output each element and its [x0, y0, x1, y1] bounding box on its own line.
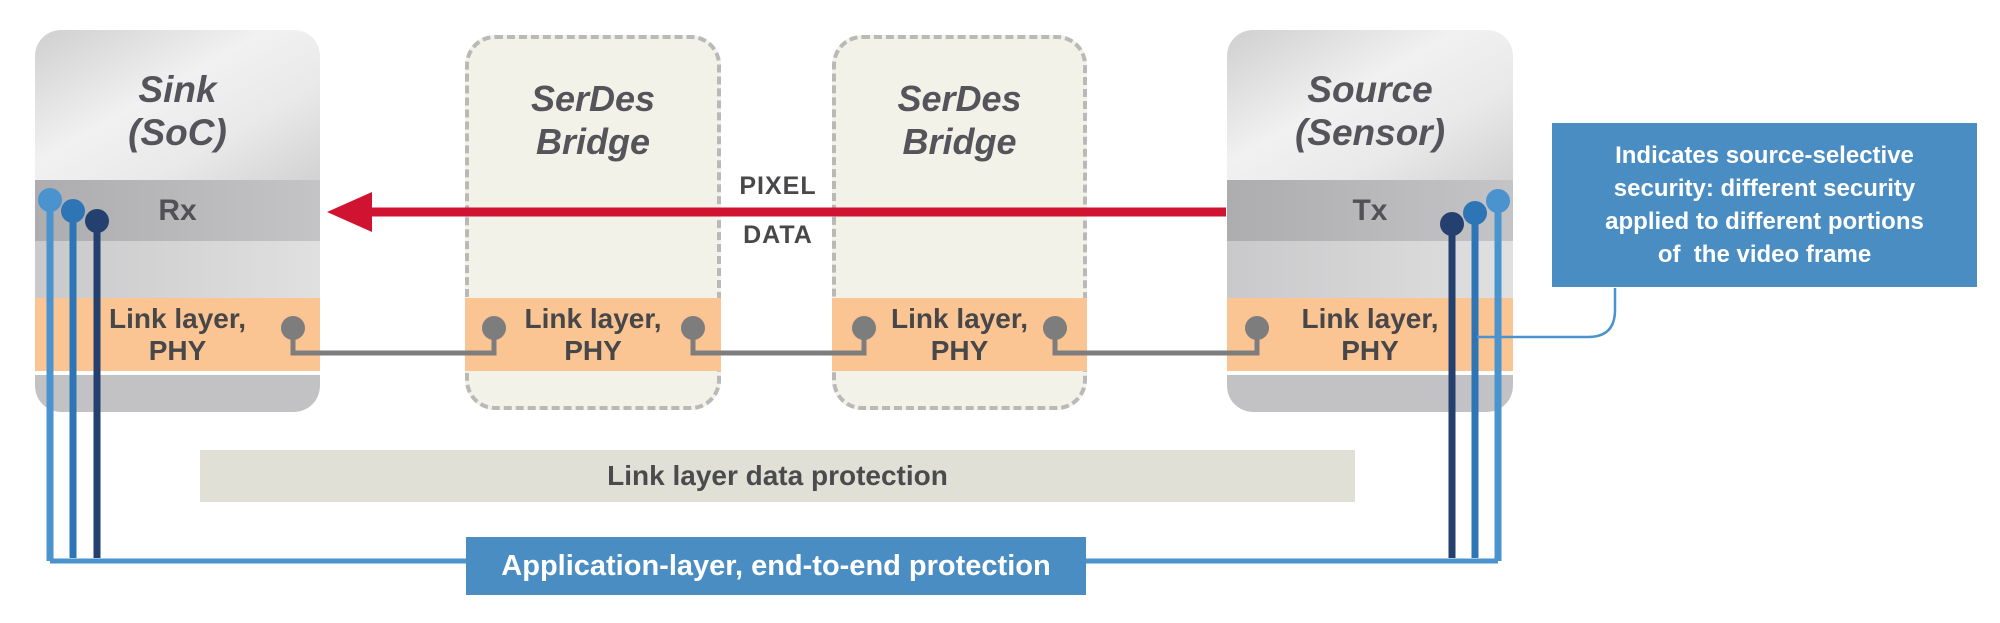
- pixel-data-label-line2: DATA: [743, 221, 813, 249]
- sink-rx-band: Rx: [35, 180, 320, 241]
- pixel-data-arrow-head: [327, 192, 372, 232]
- source-selective-security-note: Indicates source-selective security: dif…: [1552, 123, 1977, 287]
- bridge1-link-layer-band: Link layer, PHY: [465, 298, 721, 371]
- bridge1-title: SerDes Bridge: [530, 78, 656, 162]
- serdes-bridge-2-node: SerDes Bridge Link layer, PHY: [832, 35, 1087, 410]
- sink-mid-strip: [35, 241, 320, 298]
- phy-link-sink-bridge1: [290, 328, 497, 356]
- source-bottom-strip: [1227, 375, 1513, 412]
- source-node: Source (Sensor) Tx Link layer, PHY: [1227, 30, 1513, 412]
- phy-connector-dots: [281, 316, 1269, 340]
- source-mid-strip: [1227, 241, 1513, 298]
- serdes-bridge-1-node: SerDes Bridge Link layer, PHY: [465, 35, 721, 410]
- sink-node: Sink (SoC) Rx Link layer, PHY: [35, 30, 320, 412]
- source-link-layer-band: Link layer, PHY: [1227, 298, 1513, 371]
- sink-link-layer-band: Link layer, PHY: [35, 298, 320, 371]
- pixel-data-label-line1: PIXEL: [739, 172, 817, 200]
- sink-bottom-strip: [35, 375, 320, 412]
- phy-connector-lines: [290, 328, 1260, 356]
- application-layer-protection-bar: Application-layer, end-to-end protection: [466, 537, 1086, 595]
- source-tx-band: Tx: [1227, 180, 1513, 241]
- link-layer-protection-bar: Link layer data protection: [200, 450, 1355, 502]
- bridge2-title: SerDes Bridge: [897, 78, 1022, 162]
- bridge2-link-layer-band: Link layer, PHY: [832, 298, 1087, 371]
